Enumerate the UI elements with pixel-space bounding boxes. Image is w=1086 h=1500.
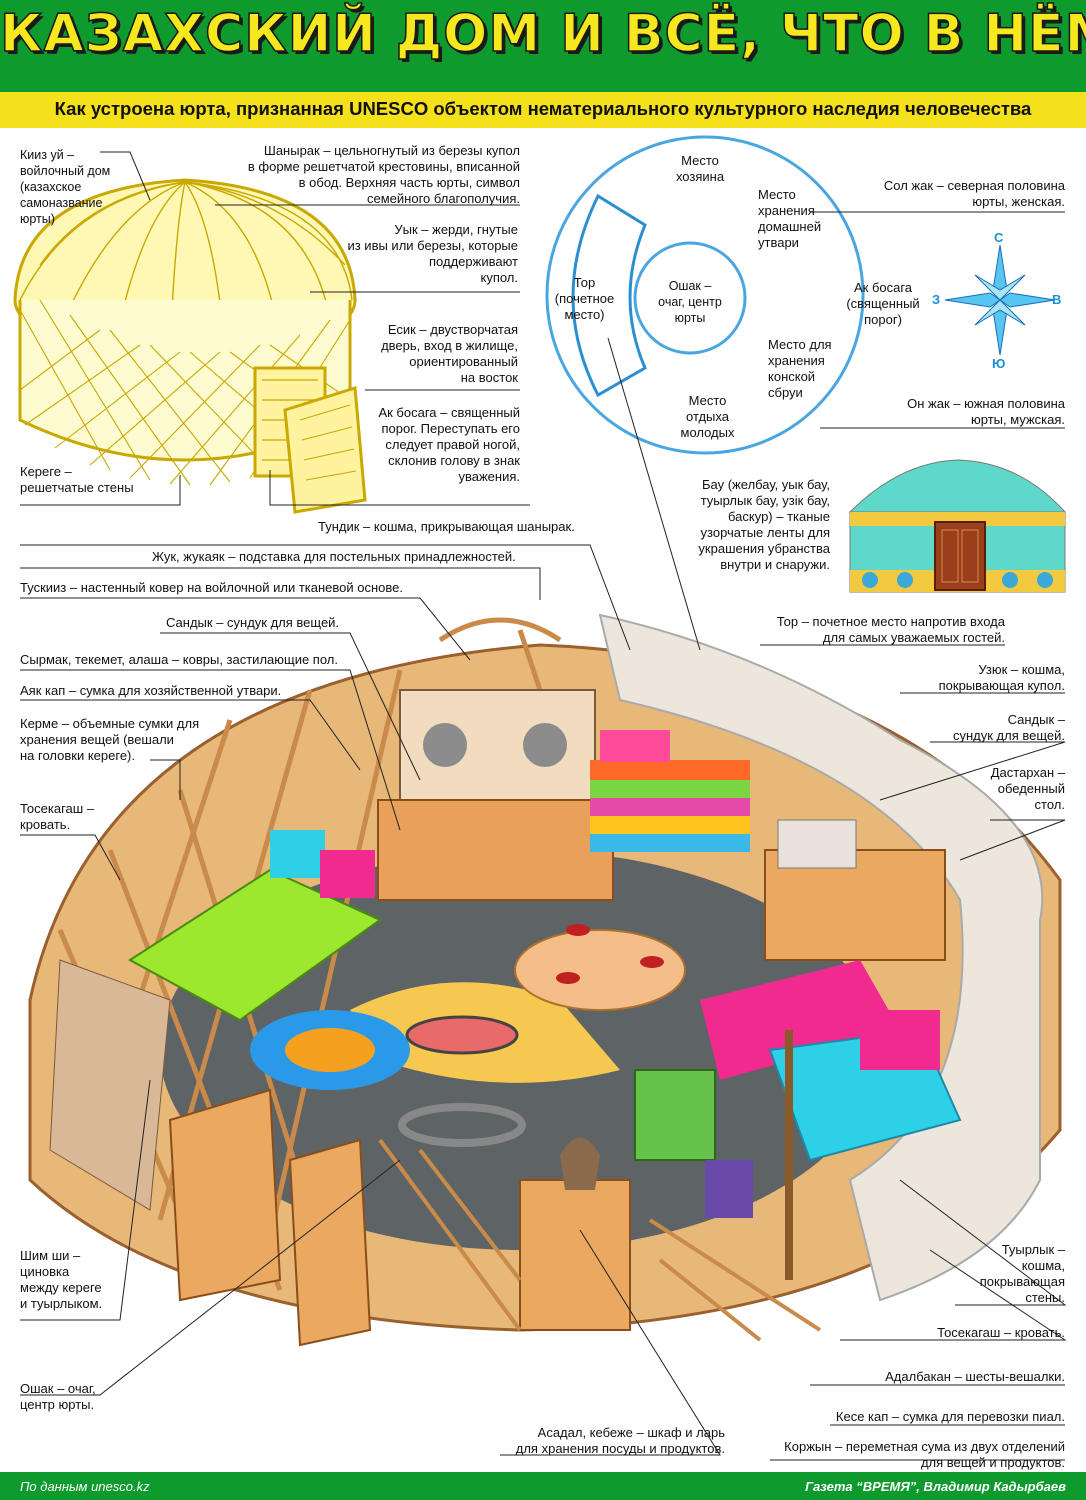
footer-source: По данным unesco.kz bbox=[20, 1479, 150, 1494]
plan-label-master: Место хозяина bbox=[675, 153, 725, 184]
label-uzyuk: Узюк – кошма, покрывающая купол. bbox=[938, 662, 1065, 693]
compass-south: Ю bbox=[992, 356, 1006, 371]
label-adalbakan: Адалбакан – шесты-вешалки. bbox=[885, 1369, 1065, 1384]
plan-label-harness: Место для хранения конской сбруи bbox=[768, 337, 832, 400]
compass-rose bbox=[944, 244, 1056, 356]
label-on-zhak: Он жак – южная половина юрты, мужская. bbox=[907, 396, 1065, 427]
plan-label-oshak: Ошак – очаг, центр юрты bbox=[658, 279, 722, 325]
label-syrmak: Сырмак, текемет, алаша – ковры, застилаю… bbox=[20, 652, 338, 667]
plan-label-tor: Тор (почетное место) bbox=[554, 275, 615, 322]
compass-east: В bbox=[1052, 292, 1062, 307]
label-ayak-kap: Аяк кап – сумка для хозяйственной утвари… bbox=[20, 683, 282, 698]
header-band bbox=[0, 0, 1086, 92]
label-kiiz-ui: Кииз уй – войлочный дом (казахское самон… bbox=[20, 148, 111, 226]
yurt-interior-illustration bbox=[28, 613, 1062, 1347]
label-kerege: Кереге – решетчатые стены bbox=[20, 464, 134, 495]
plan-label-ak-bosaga: Ак босага (священный порог) bbox=[846, 280, 920, 327]
label-shanyrak: Шанырак – цельногнутый из березы купол в… bbox=[247, 143, 520, 206]
floor-plan bbox=[545, 135, 865, 455]
compass-north: С bbox=[994, 230, 1004, 245]
plan-label-youth: Место отдыха молодых bbox=[680, 393, 735, 440]
label-sandyk-right: Сандык – сундук для вещей. bbox=[952, 712, 1065, 743]
label-korzhyn: Коржын – переметная сума из двух отделен… bbox=[784, 1439, 1065, 1470]
footer-credit: Газета “ВРЕМЯ”, Владимир Кадырбаев bbox=[805, 1479, 1066, 1494]
label-zhuk: Жук, жукаяк – подставка для постельных п… bbox=[152, 549, 516, 564]
label-sandyk-left: Сандык – сундук для вещей. bbox=[166, 615, 340, 630]
label-oshak-interior: Ошак – очаг, центр юрты. bbox=[20, 1381, 96, 1412]
footer-band bbox=[0, 1472, 1086, 1500]
plan-label-utensils: Место хранения домашней утвари bbox=[758, 187, 822, 250]
label-tuskiiz: Тускииз – настенный ковер на войлочной и… bbox=[20, 580, 404, 595]
label-sol-zhak: Сол жак – северная половина юрты, женска… bbox=[883, 178, 1065, 209]
label-shim-shi: Шим ши – циновка между кереге и туырлыко… bbox=[20, 1248, 103, 1311]
label-tor-interior: Тор – почетное место напротив входа для … bbox=[776, 614, 1005, 645]
label-esik: Есик – двустворчатая дверь, вход в жилищ… bbox=[381, 322, 518, 385]
page-title: КАЗАХСКИЙ ДОМ И ВСЁ, ЧТО В НЁМ bbox=[0, 3, 1086, 65]
label-dastarkhan: Дастархан – обеденный стол. bbox=[990, 765, 1065, 812]
compass-west: З bbox=[932, 292, 941, 307]
label-kerme: Керме – объемные сумки для хранения веще… bbox=[20, 716, 200, 763]
label-bau: Бау (желбау, уык бау, туырлык бау, узік … bbox=[698, 477, 830, 572]
label-ak-bosaga-frame: Ак босага – священный порог. Переступать… bbox=[378, 405, 520, 484]
leader-lines bbox=[20, 151, 1067, 1461]
label-tundik: Тундик – кошма, прикрывающая шанырак. bbox=[318, 519, 575, 534]
page-subtitle: Как устроена юрта, признанная UNESCO объ… bbox=[0, 92, 1086, 128]
yurt-frame-illustration bbox=[13, 178, 367, 514]
label-tuyrlyk: Туырлык – кошма, покрывающая стены. bbox=[979, 1242, 1065, 1305]
label-tosekagash-right: Тосекагаш – кровать. bbox=[937, 1325, 1065, 1340]
label-tosekagash-left: Тосекагаш – кровать. bbox=[20, 801, 95, 832]
bau-ribbon-illustration bbox=[848, 459, 1067, 593]
label-asadal: Асадал, кебеже – шкаф и ларь для хранени… bbox=[515, 1425, 725, 1456]
label-uyk: Уык – жерди, гнутые из ивы или березы, к… bbox=[347, 222, 518, 285]
label-kese-kap: Кесе кап – сумка для перевозки пиал. bbox=[835, 1409, 1065, 1424]
